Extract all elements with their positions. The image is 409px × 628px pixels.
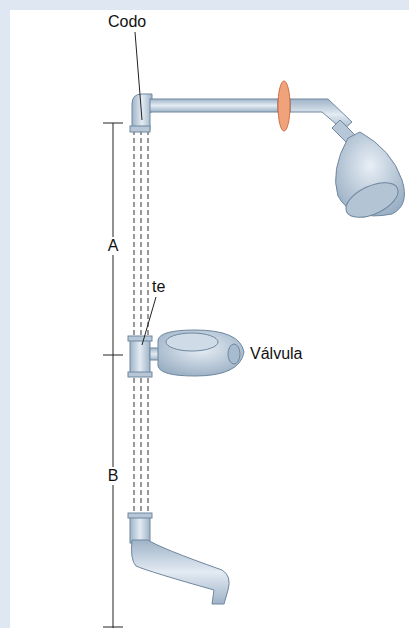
hidden-pipe [134,130,148,515]
valve [128,330,244,377]
dimension-label: B [106,467,121,485]
panel [10,10,409,628]
tub-spout [128,513,229,604]
part-name: te [152,279,165,295]
part-name: Válvula [250,346,302,362]
leader-line [135,32,156,345]
dimension-label: A [106,237,121,255]
dimension-line [103,123,123,628]
shower-arm [130,81,404,225]
part-name: Codo [108,14,146,30]
